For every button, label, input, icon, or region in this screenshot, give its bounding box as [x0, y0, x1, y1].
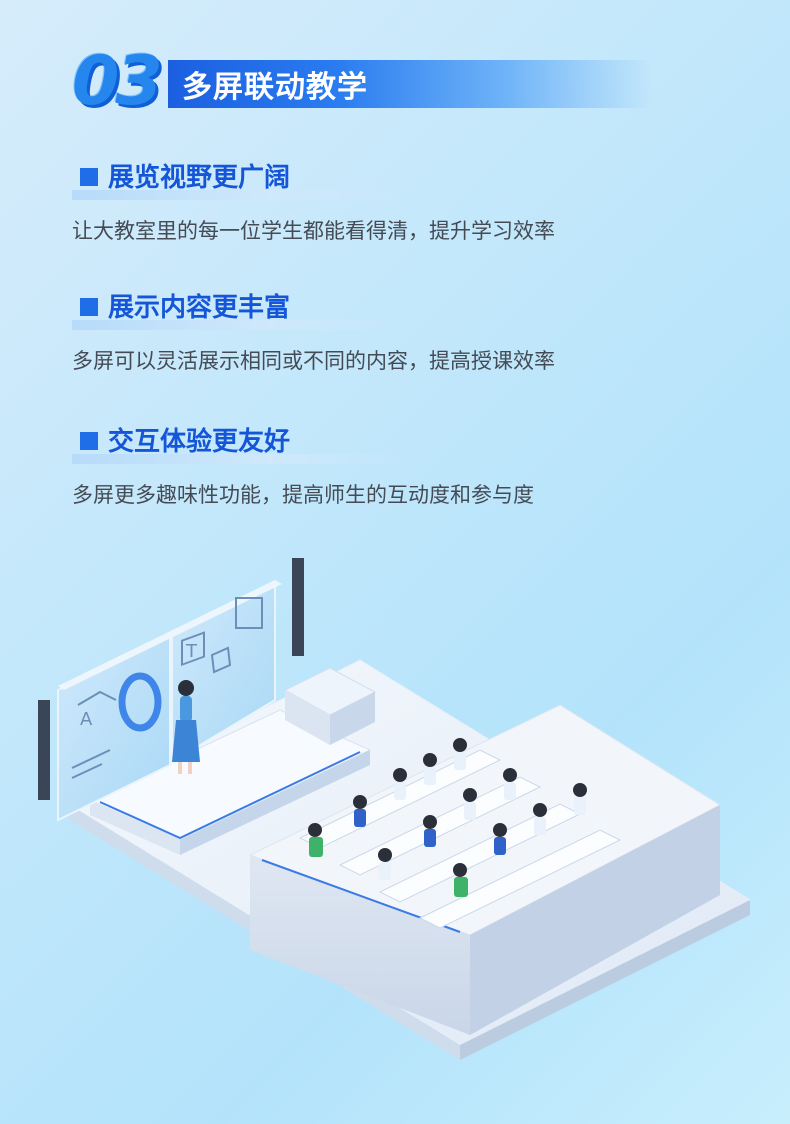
stage-right	[180, 750, 370, 855]
teacher-figure	[172, 680, 200, 774]
section-header: 03 多屏联动教学	[72, 44, 652, 120]
bullet-square-icon	[80, 168, 98, 186]
heading-underline	[72, 454, 402, 464]
board-shape-icon	[210, 646, 232, 674]
feature-description: 让大教室里的每一位学生都能看得清，提升学习效率	[72, 219, 555, 243]
floor-side-right	[460, 900, 750, 1060]
heading-underline	[72, 190, 402, 200]
feature-title: 展览视野更广阔	[108, 163, 291, 193]
screen-top-edge	[58, 580, 282, 690]
board-donut-chart	[118, 672, 162, 732]
feature-section-3: 交互体验更友好 多屏更多趣味性功能，提高师生的互动度和参与度	[72, 424, 712, 510]
heading-underline	[72, 320, 402, 330]
page-title: 多屏联动教学	[182, 70, 368, 105]
feature-heading: 展示内容更丰富	[72, 290, 712, 338]
feature-description: 多屏可以灵活展示相同或不同的内容，提高授课效率	[72, 349, 555, 373]
classroom-illustration: A T	[38, 558, 752, 1060]
bullet-square-icon	[80, 298, 98, 316]
feature-heading: 展览视野更广阔	[72, 160, 712, 208]
board-letter-a: A	[80, 709, 93, 730]
bullet-square-icon	[80, 432, 98, 450]
feature-title: 展示内容更丰富	[108, 293, 291, 323]
board-text-line	[71, 749, 111, 769]
feature-title: 交互体验更友好	[108, 427, 291, 457]
feature-heading: 交互体验更友好	[72, 424, 712, 472]
stage-accent-line	[99, 751, 361, 840]
section-number: 03	[72, 42, 163, 121]
right-pillar-screen	[292, 558, 304, 656]
board-chart-line	[77, 690, 117, 706]
board-letter-t: T	[185, 641, 198, 662]
students	[308, 738, 587, 897]
left-pillar-screen	[38, 700, 50, 800]
feature-description: 多屏更多趣味性功能，提高师生的互动度和参与度	[72, 483, 534, 507]
board-text-box-icon	[181, 631, 205, 667]
feature-section-2: 展示内容更丰富 多屏可以灵活展示相同或不同的内容，提高授课效率	[72, 290, 712, 376]
stage-front	[90, 800, 180, 855]
title-banner: 多屏联动教学	[168, 60, 652, 108]
feature-section-1: 展览视野更广阔 让大教室里的每一位学生都能看得清，提升学习效率	[72, 160, 712, 246]
board-eraser-icon	[235, 597, 263, 629]
board-text-line	[71, 763, 103, 779]
